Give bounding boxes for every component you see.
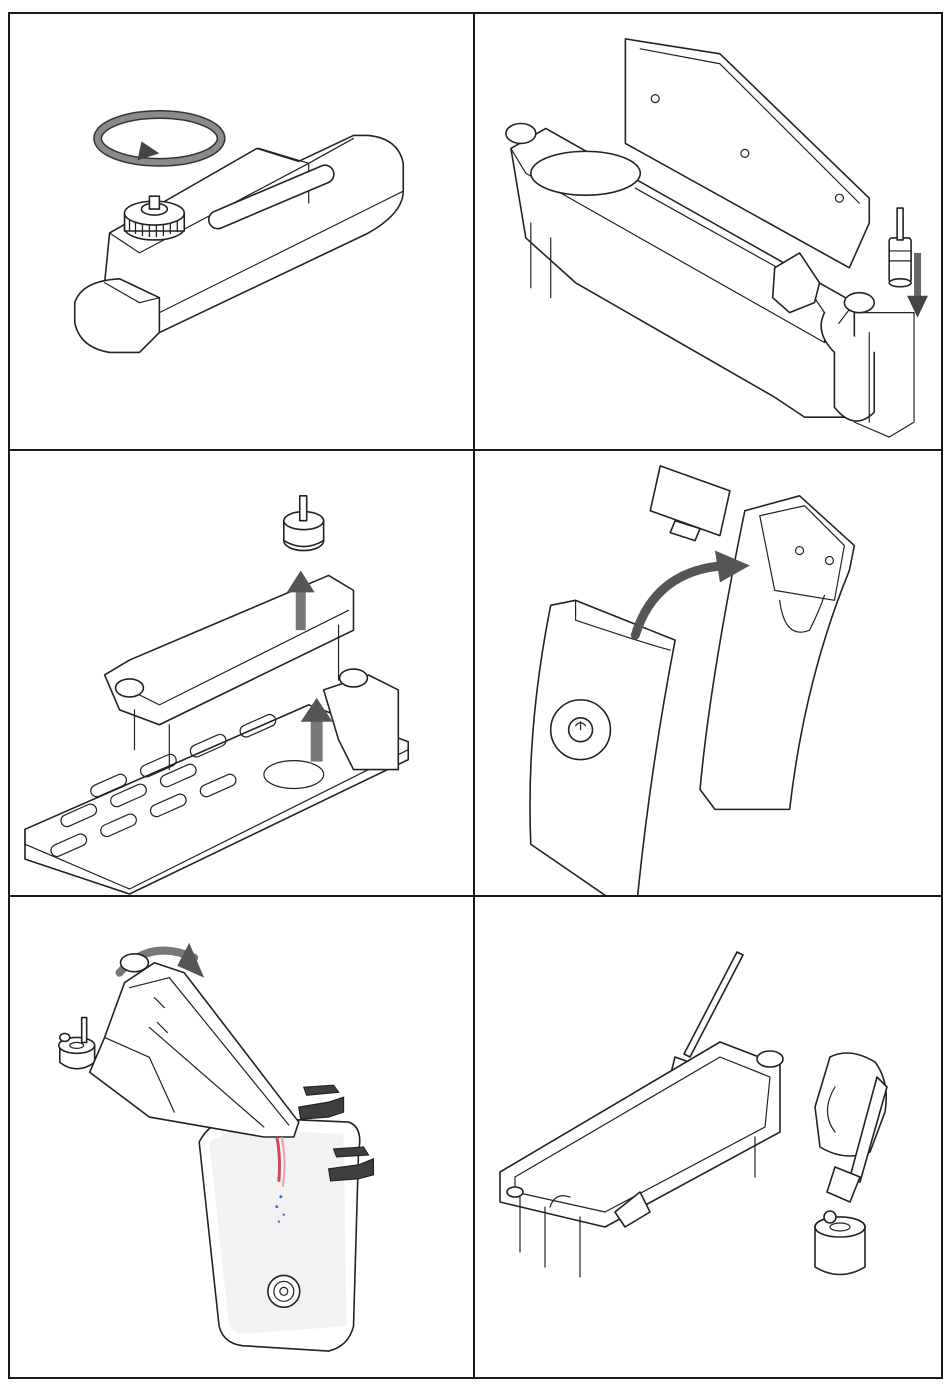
panel-2: [475, 14, 941, 451]
panel-5-illustration: [10, 897, 473, 1377]
panel-1: [10, 14, 475, 451]
water-tank-illustration: [75, 135, 403, 352]
panel-6-illustration: [475, 897, 941, 1377]
basin-illustration: [500, 1042, 783, 1277]
panel-3: [10, 451, 475, 897]
rotate-arrow-icon: [98, 115, 221, 163]
atomizer-part: [284, 496, 324, 551]
panel-grid: [8, 12, 943, 1379]
tank-tilted: [90, 954, 299, 1137]
panel-3-illustration: [10, 451, 473, 895]
tray-assembly-illustration: [25, 575, 408, 894]
panel-4-illustration: [475, 451, 941, 895]
open-base-illustration: [506, 39, 914, 437]
panel-4: [475, 451, 941, 897]
panel-5: [10, 897, 475, 1377]
hand-brush-illustration: [815, 1053, 887, 1275]
atomizer-pin: [889, 208, 911, 287]
battery-cover: [650, 466, 730, 541]
remote-control-illustration: [700, 496, 854, 810]
remote-front: [530, 600, 675, 895]
panel-1-illustration: [10, 14, 473, 449]
panel-2-illustration: [475, 14, 941, 449]
panel-6: [475, 897, 941, 1377]
